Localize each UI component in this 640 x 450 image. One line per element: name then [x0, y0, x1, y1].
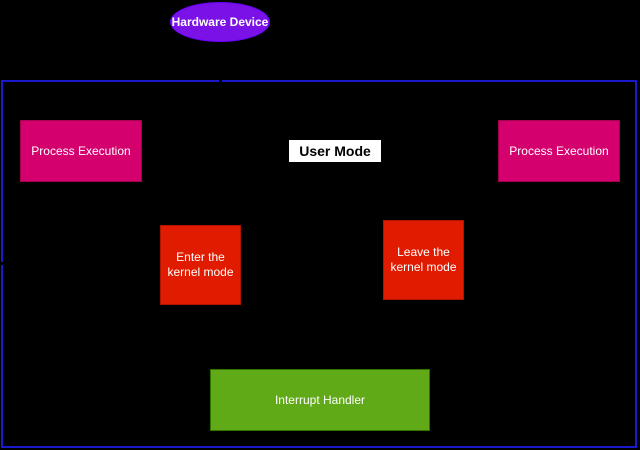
- process-execution-right-node: Process Execution: [498, 120, 620, 182]
- process-execution-left-label: Process Execution: [31, 143, 131, 158]
- hardware-device-label: Hardware Device: [171, 14, 269, 29]
- enter-kernel-mode-line2: kernel mode: [167, 265, 234, 279]
- user-mode-label-box: User Mode: [289, 140, 381, 162]
- handler-tick: [396, 366, 399, 370]
- enter-kernel-mode-line1: Enter the: [176, 250, 225, 264]
- interrupt-handler-node: Interrupt Handler: [210, 369, 430, 431]
- leave-kernel-mode-line2: kernel mode: [390, 260, 457, 274]
- frame-tick-left: [0, 262, 4, 265]
- user-mode-label: User Mode: [299, 142, 371, 159]
- hardware-device-node: Hardware Device: [170, 2, 270, 42]
- interrupt-handler-label: Interrupt Handler: [274, 392, 366, 407]
- enter-kernel-mode-node: Enter the kernel mode: [160, 225, 241, 305]
- leave-kernel-mode-line1: Leave the: [397, 245, 450, 259]
- process-execution-left-node: Process Execution: [20, 120, 142, 182]
- process-execution-right-label: Process Execution: [509, 143, 609, 158]
- leave-kernel-mode-label: Leave the kernel mode: [390, 245, 456, 275]
- leave-kernel-mode-node: Leave the kernel mode: [383, 220, 464, 300]
- frame-tick-top: [219, 78, 222, 83]
- enter-kernel-mode-label: Enter the kernel mode: [167, 250, 233, 280]
